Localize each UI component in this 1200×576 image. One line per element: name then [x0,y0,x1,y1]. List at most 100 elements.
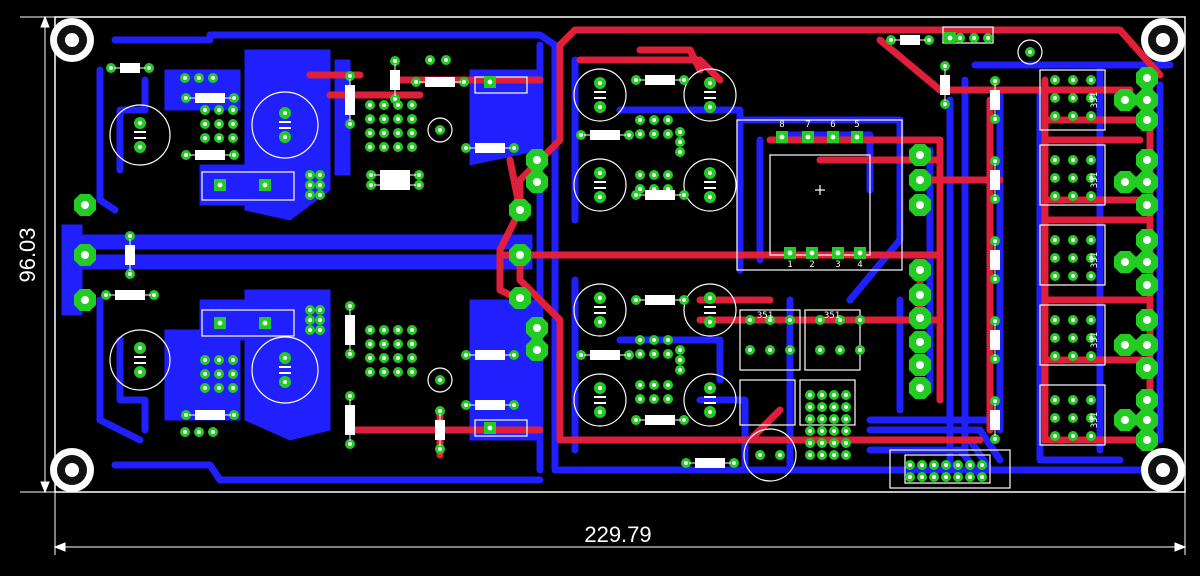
pad-icon [125,269,135,279]
pad-icon [526,149,548,171]
pad-icon [829,450,839,460]
width-dimension-label: 229.79 [584,522,651,547]
pad-icon [1136,274,1158,296]
pad-icon [704,101,716,113]
pad-icon [365,325,375,335]
pad-icon [909,194,931,216]
pad-icon [180,73,190,83]
pad-icon [784,247,796,259]
resistor-icon [469,400,511,410]
pad-icon [509,350,519,360]
pad-icon [1114,251,1136,273]
pad-icon [1136,357,1158,379]
pad-icon [1068,235,1078,245]
pad-icon [704,382,716,394]
pad-icon [459,77,469,87]
pad-icon [675,137,685,147]
pad-icon [829,438,839,448]
pad-icon [631,295,641,305]
pad-icon [841,402,851,412]
pad-icon [940,61,950,71]
pad-icon [365,367,375,377]
pad-icon [345,349,355,359]
pad-icon [461,400,471,410]
pad-icon [815,345,825,355]
pad-icon [594,191,606,203]
pad-icon [1086,173,1096,183]
pad-icon [393,128,403,138]
pad-icon [1068,271,1078,281]
pad-icon [509,400,519,410]
pad-icon [1136,334,1158,356]
pad-icon [484,422,496,434]
pad-icon [829,402,839,412]
pad-icon [379,142,389,152]
height-dimension-label: 96.03 [15,227,40,282]
pad-icon [805,390,815,400]
connector-pin-label: 7 [805,120,810,130]
pad-icon [393,325,403,335]
electrolytic-capacitor-icon [704,181,716,189]
ic-label: 351 [1090,92,1100,108]
pad-icon [1086,333,1096,343]
pad-icon [181,410,191,420]
pad-icon [1136,149,1158,171]
pad-icon [1136,194,1158,216]
resistor-icon [639,190,681,200]
pad-icon [929,472,939,482]
pad-icon [817,426,827,436]
pad-icon [1068,315,1078,325]
pad-icon [594,101,606,113]
pad-icon [953,460,963,470]
pad-icon [649,394,659,404]
pad-icon [965,460,975,470]
pad-icon [785,345,795,355]
pad-icon [1068,395,1078,405]
pad-icon [1136,171,1158,193]
pad-icon [305,315,315,325]
pad-icon [576,130,586,140]
mounting-holes [50,18,1185,492]
pad-icon [990,354,1000,364]
resistor-icon [990,164,1000,196]
electrolytic-capacitor-icon [594,396,606,404]
pad-icon [214,355,224,365]
pad-icon [817,402,827,412]
electrolytic-capacitor-icon [594,91,606,99]
pad-icon [315,170,325,180]
resistor-icon [345,399,355,441]
pad-icon [929,460,939,470]
pad-icon [393,353,403,363]
pad-icon [228,133,238,143]
electrolytic-capacitor-icon [134,356,146,364]
pad-icon [679,75,689,85]
pad-icon [315,180,325,190]
pad-icon [1086,315,1096,325]
pad-icon [1068,75,1078,85]
pad-icon [1068,155,1078,165]
pad-icon [435,406,445,416]
pad-icon [663,115,673,125]
electrolytic-capacitor-icon [704,91,716,99]
pad-icon [663,349,673,359]
pad-icon [944,32,956,44]
pad-icon [576,350,586,360]
pad-icon [594,292,606,304]
resistor-icon [639,75,681,85]
pad-icon [704,167,716,179]
pad-icon [817,414,827,424]
pad-icon [745,345,755,355]
pad-icon [1086,413,1096,423]
pad-icon [635,349,645,359]
pad-icon [379,339,389,349]
pad-icon [180,427,190,437]
pad-icon [425,55,435,65]
pad-icon [125,231,135,241]
pad-icon [990,114,1000,124]
resistor-icon [894,35,926,45]
ic-label: 351 [1090,252,1100,268]
pad-icon [1136,67,1158,89]
pad-icon [407,142,417,152]
silkscreen-layer [109,26,1106,489]
resistor-icon [639,295,681,305]
